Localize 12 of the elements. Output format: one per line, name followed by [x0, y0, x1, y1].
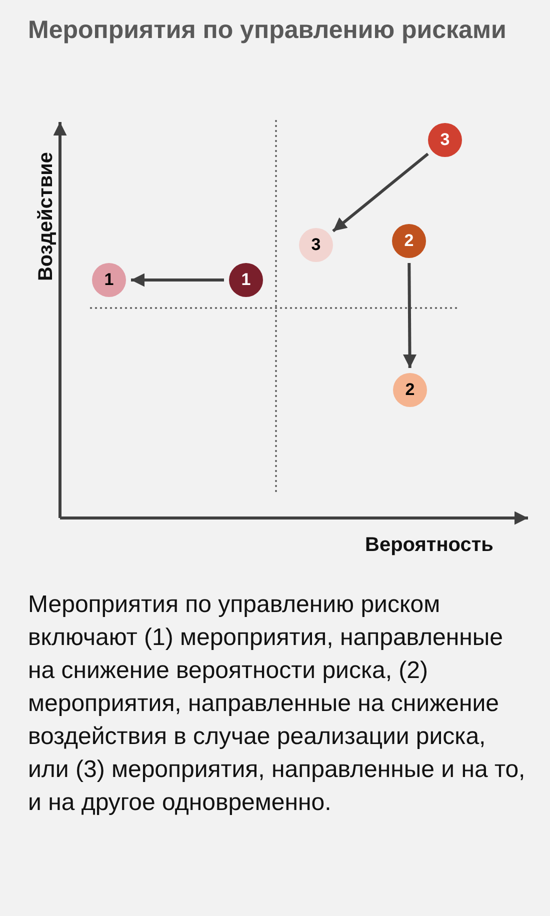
arrow [403, 262, 416, 368]
numbered-circle: 2 [393, 373, 427, 407]
arrow [131, 273, 224, 287]
numbered-circle: 1 [229, 263, 263, 297]
numbered-circle: 3 [299, 228, 333, 262]
numbered-circle: 2 [392, 224, 426, 258]
caption: Мероприятия по управлению риском включают (1) мероприятия, направленные на снижение вероятности риска, (2) мероприятия, направленные на снижение воздействия в случае реализации риска, или (3) мероприятия, направленные и на то, и на другое одновременно. [28, 590, 526, 818]
title: Мероприятия по управлению рисками [28, 15, 508, 46]
numbered-circle: 1 [92, 263, 126, 297]
y-axis-label: Воздействие [35, 152, 58, 282]
numbered-circle: 3 [428, 123, 462, 157]
x-axis-label: Вероятность [365, 534, 494, 557]
